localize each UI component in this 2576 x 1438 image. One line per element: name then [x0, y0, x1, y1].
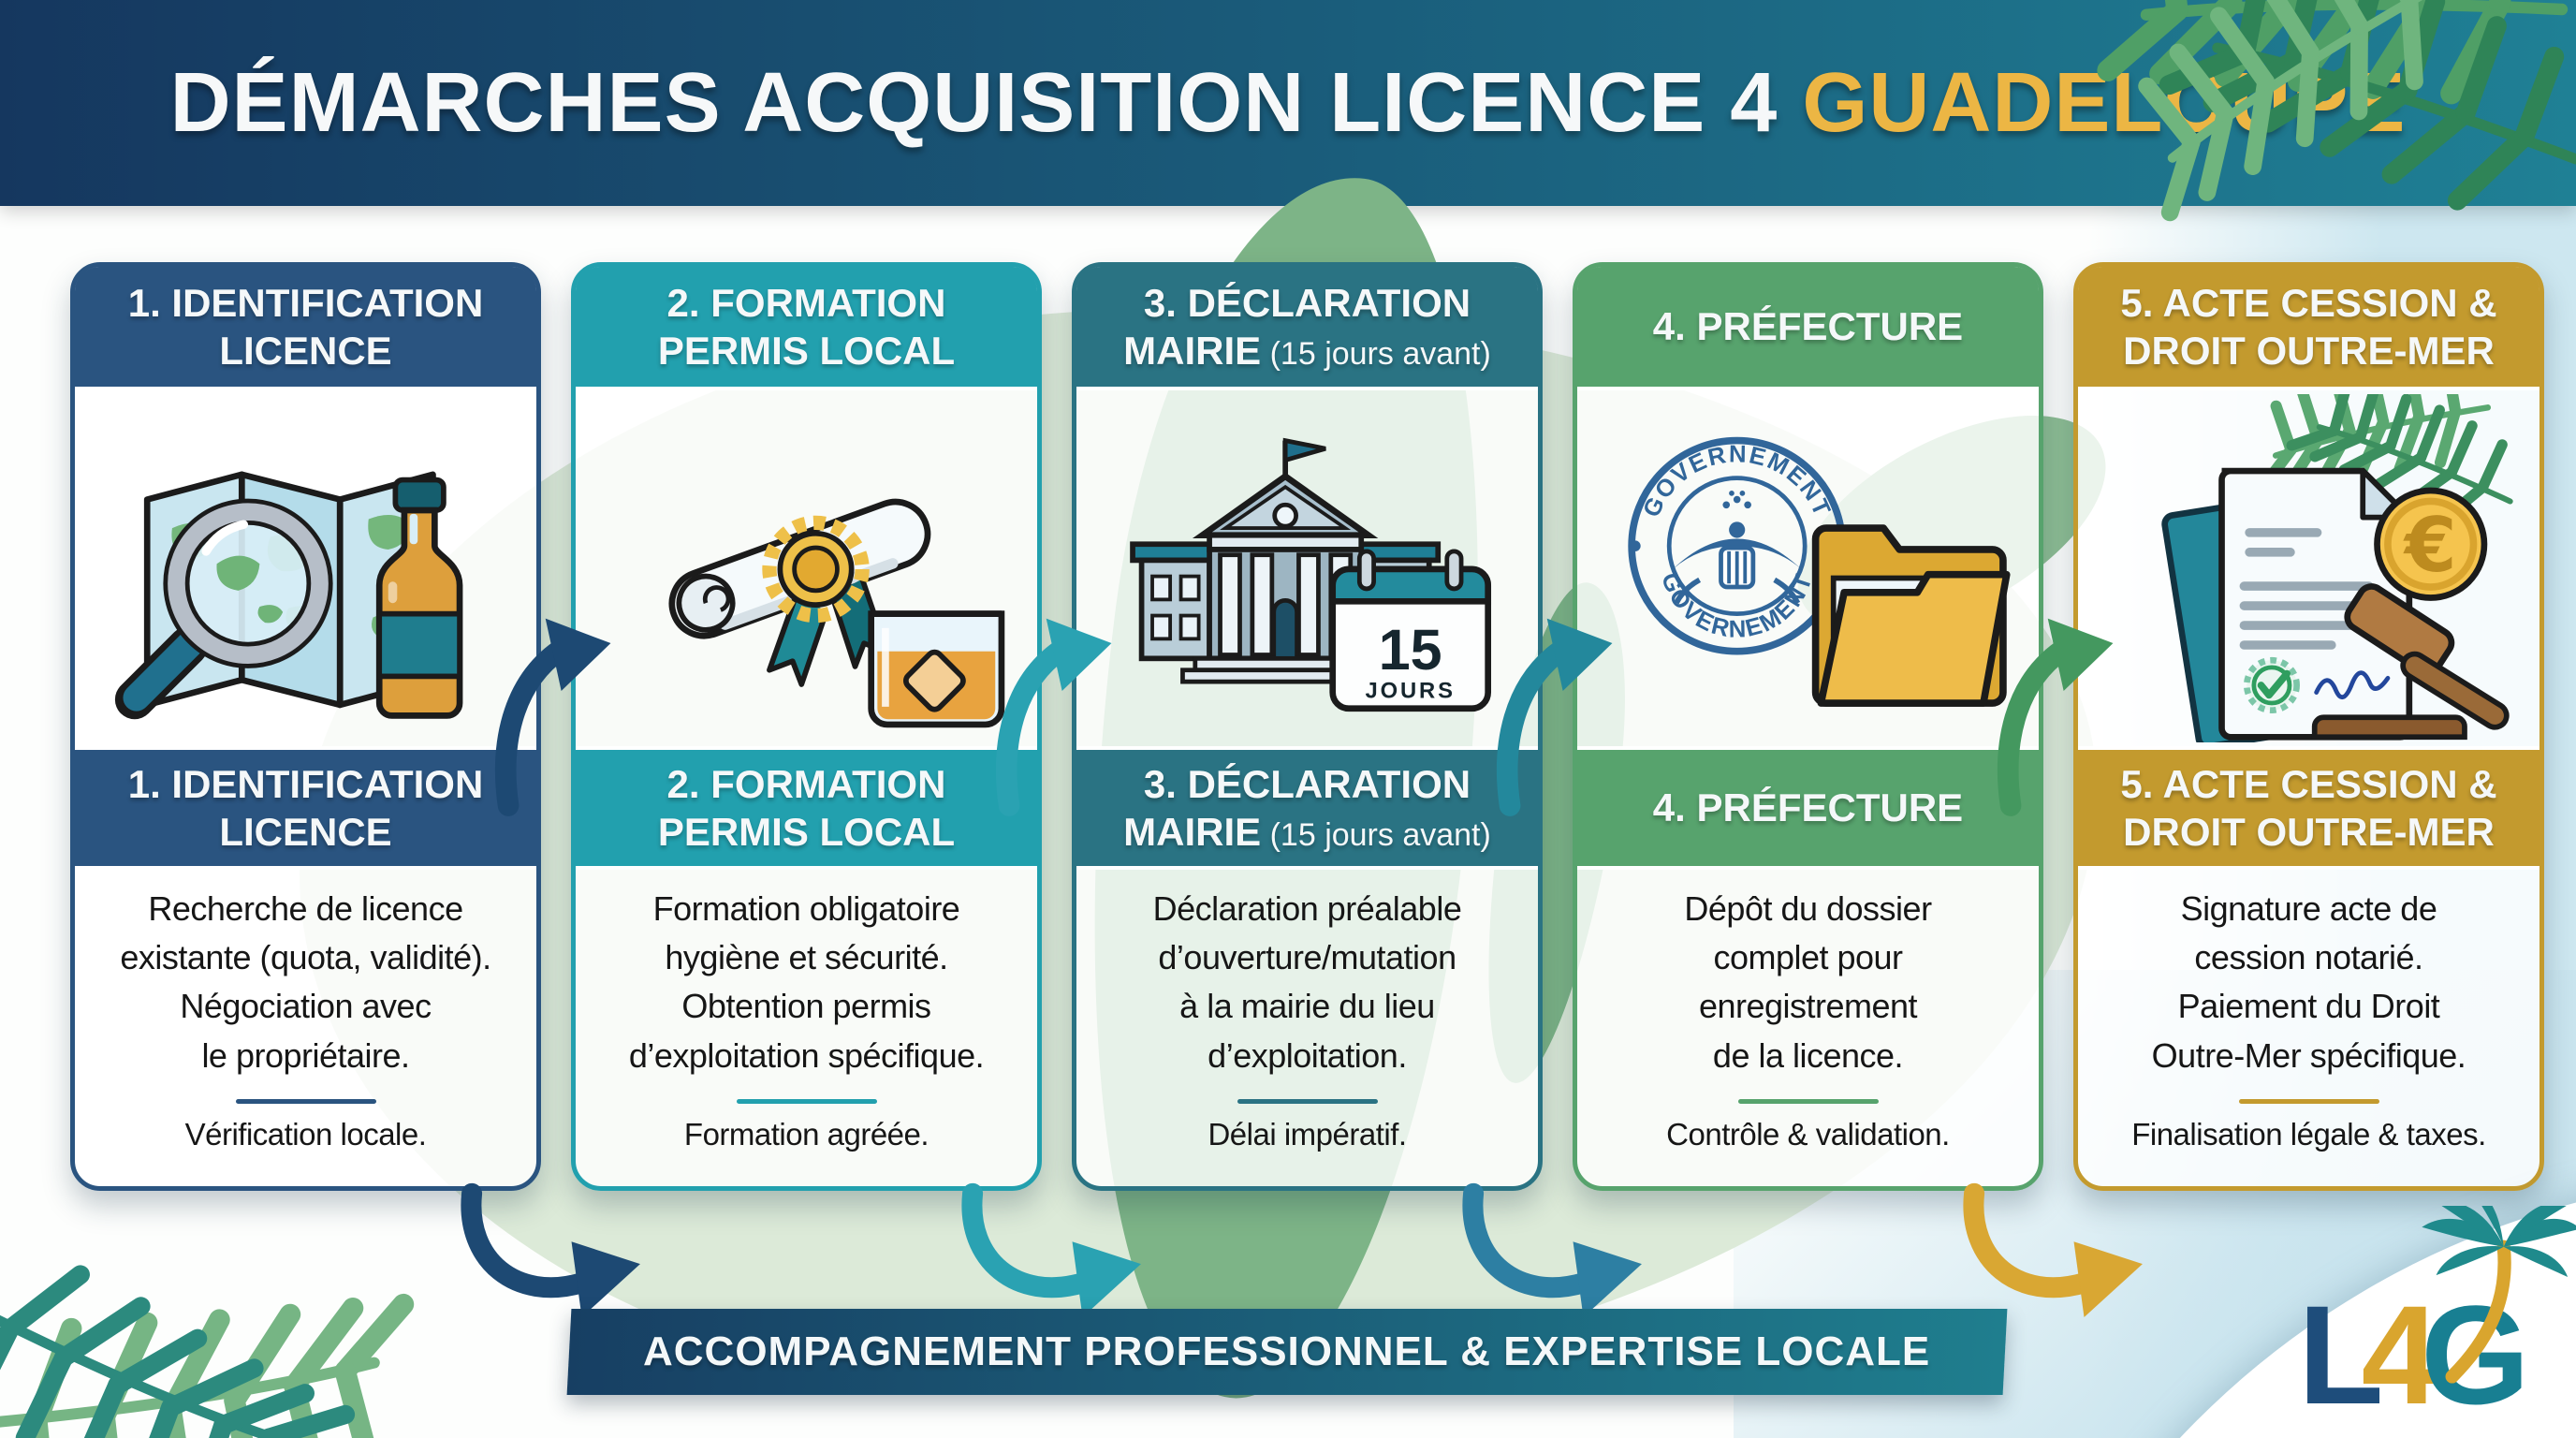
- step4-title-line1: 4. PRÉFECTURE: [1652, 304, 1964, 349]
- step2-description: Formation obligatoire hygiène et sécurit…: [628, 889, 985, 1075]
- svg-text:JOURS: JOURS: [1365, 678, 1455, 703]
- step3-divider: [1237, 1098, 1378, 1104]
- arrow-step2-to-step3: [995, 595, 1119, 816]
- step1-icon-area: [75, 390, 536, 746]
- step3-note: Délai impératif.: [1208, 1116, 1407, 1152]
- step-card-identification: 1. IDENTIFICATION LICENCE: [70, 262, 541, 1191]
- step2-header: 2. FORMATION PERMIS LOCAL: [576, 267, 1037, 390]
- step1-divider: [235, 1098, 376, 1104]
- step-card-acte-cession: 5. ACTE CESSION & DROIT OUTRE-MER: [2073, 262, 2544, 1191]
- svg-text:15: 15: [1378, 618, 1442, 682]
- government-seal-folder-icon: GOVERNEMENT GOVERNEMENT: [1627, 436, 2011, 707]
- step5-body: Signature acte de cession notarié. Paiem…: [2078, 870, 2539, 1152]
- arrow-step3-to-step4: [1496, 595, 1619, 816]
- svg-text:GOVERNEMENT: GOVERNEMENT: [1638, 441, 1836, 521]
- step3-title-line2: MAIRIE (15 jours avant): [1123, 329, 1491, 373]
- title-banner: DÉMARCHES ACQUISITION LICENCE 4 GUADELOU…: [0, 0, 2576, 206]
- page-title-highlight: GUADELOUPE: [1802, 55, 2407, 150]
- step5-icon-area: €: [2078, 390, 2539, 746]
- step3-icon-area: 15 JOURS: [1076, 390, 1538, 746]
- arrow-step4-to-step5: [1997, 595, 2120, 816]
- step1-body: Recherche de licence existante (quota, v…: [75, 870, 536, 1152]
- townhall-calendar-icon: 15 JOURS: [1129, 437, 1491, 712]
- arrow-bottom-4: [1951, 1181, 2166, 1328]
- step5-note: Finalisation légale & taxes.: [2131, 1116, 2486, 1152]
- step1-header: 1. IDENTIFICATION LICENCE: [75, 267, 536, 390]
- step2-subheader: 2. FORMATION PERMIS LOCAL: [576, 746, 1037, 870]
- step1-note: Vérification locale.: [184, 1116, 427, 1152]
- step5-divider: [2238, 1098, 2379, 1104]
- step3-body: Déclaration préalable d’ouverture/mutati…: [1076, 870, 1538, 1152]
- arrow-bottom-1: [448, 1181, 664, 1328]
- step4-icon-area: GOVERNEMENT GOVERNEMENT: [1577, 390, 2039, 746]
- step5-title-line1: 5. ACTE CESSION &: [2120, 280, 2497, 325]
- diploma-whisky-glass-icon: [668, 498, 1004, 728]
- step4-note: Contrôle & validation.: [1666, 1116, 1950, 1152]
- logo-palm-tree-icon: [2422, 1206, 2576, 1384]
- step1-title-line1: 1. IDENTIFICATION: [127, 280, 484, 325]
- step3-description: Déclaration préalable d’ouverture/mutati…: [1152, 889, 1462, 1075]
- arrow-bottom-2: [949, 1181, 1164, 1328]
- step2-divider: [736, 1098, 877, 1104]
- step4-header: 4. PRÉFECTURE: [1577, 267, 2039, 390]
- arrow-bottom-3: [1450, 1181, 1665, 1328]
- step2-note: Formation agréée.: [683, 1116, 929, 1152]
- step5-subheader: 5. ACTE CESSION & DROIT OUTRE-MER: [2078, 746, 2539, 870]
- step-card-prefecture: 4. PRÉFECTURE GOVERNEMENT GOVERNEMENT: [1573, 262, 2043, 1191]
- step1-description: Recherche de licence existante (quota, v…: [120, 889, 491, 1075]
- step2-icon-area: [576, 390, 1037, 746]
- arrow-step1-to-step2: [494, 595, 618, 816]
- step1-subheader: 1. IDENTIFICATION LICENCE: [75, 746, 536, 870]
- bottom-banner-text: ACCOMPAGNEMENT PROFESSIONNEL & EXPERTISE…: [643, 1328, 1931, 1374]
- bottom-banner: ACCOMPAGNEMENT PROFESSIONNEL & EXPERTISE…: [566, 1309, 2008, 1395]
- step4-subheader: 4. PRÉFECTURE: [1577, 746, 2039, 870]
- l4g-logo: L4G: [2298, 1276, 2530, 1433]
- step2-title-line1: 2. FORMATION: [666, 280, 946, 325]
- step5-header: 5. ACTE CESSION & DROIT OUTRE-MER: [2078, 267, 2539, 390]
- step1-title-line2: LICENCE: [219, 329, 392, 373]
- step2-body: Formation obligatoire hygiène et sécurit…: [576, 870, 1037, 1152]
- step4-body: Dépôt du dossier complet pour enregistre…: [1577, 870, 2039, 1152]
- step-card-formation: 2. FORMATION PERMIS LOCAL: [571, 262, 1042, 1191]
- map-magnifier-bottle-icon: [114, 471, 462, 720]
- page-title: DÉMARCHES ACQUISITION LICENCE 4 GUADELOU…: [169, 55, 2407, 150]
- step4-divider: [1737, 1098, 1879, 1104]
- step3-header: 3. DÉCLARATION MAIRIE (15 jours avant): [1076, 267, 1538, 390]
- step2-title-line2: PERMIS LOCAL: [657, 329, 956, 373]
- step-card-declaration-mairie: 3. DÉCLARATION MAIRIE (15 jours avant): [1072, 262, 1543, 1191]
- step3-subheader: 3. DÉCLARATION MAIRIE (15 jours avant): [1076, 746, 1538, 870]
- contract-euro-gavel-icon: €: [2160, 394, 2515, 742]
- svg-text:€: €: [2402, 502, 2456, 589]
- step4-description: Dépôt du dossier complet pour enregistre…: [1684, 889, 1932, 1075]
- step5-title-line2: DROIT OUTRE-MER: [2123, 329, 2495, 373]
- step3-title-line1: 3. DÉCLARATION: [1143, 280, 1471, 325]
- step5-description: Signature acte de cession notarié. Paiem…: [2151, 889, 2466, 1075]
